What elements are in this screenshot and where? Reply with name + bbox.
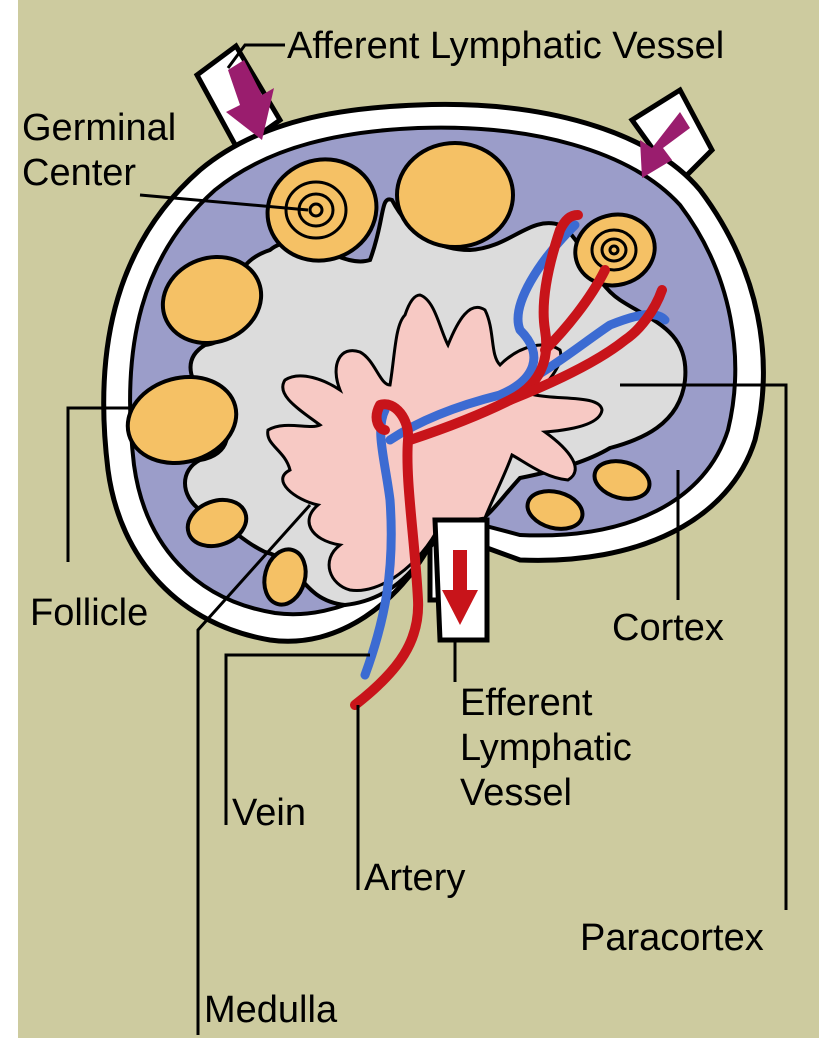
label-cortex: Cortex xyxy=(612,607,724,649)
label-efferent-line2: Lymphatic xyxy=(460,727,632,769)
label-germinal-center-line1: Germinal xyxy=(22,107,176,149)
label-germinal-center-line2: Center xyxy=(22,152,136,194)
label-vein: Vein xyxy=(232,792,306,834)
label-follicle: Follicle xyxy=(30,592,148,634)
follicle xyxy=(397,143,513,247)
label-afferent-lymphatic-vessel: Afferent Lymphatic Vessel xyxy=(287,25,724,67)
label-efferent-line3: Vessel xyxy=(460,772,572,814)
label-efferent-line1: Efferent xyxy=(460,682,593,724)
label-artery: Artery xyxy=(364,857,465,899)
label-medulla: Medulla xyxy=(204,989,338,1031)
label-paracortex: Paracortex xyxy=(580,917,764,959)
